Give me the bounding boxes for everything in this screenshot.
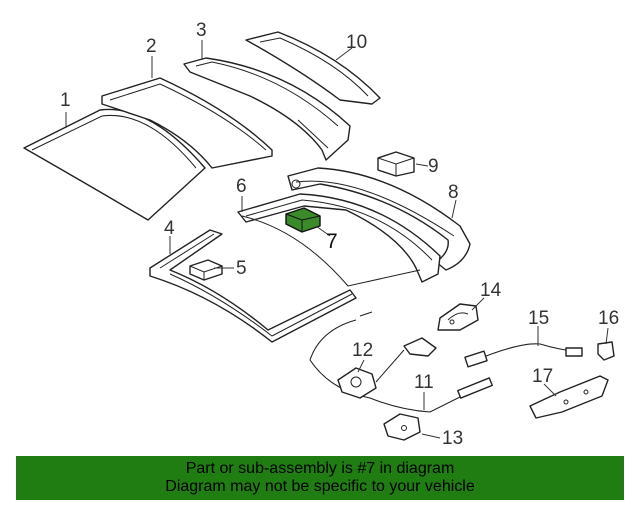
part-15-cable xyxy=(464,343,583,368)
callout-6: 6 xyxy=(236,176,247,197)
part-16-clip xyxy=(597,341,615,361)
banner-line-1: Part or sub-assembly is #7 in diagram xyxy=(185,460,455,477)
part-8-rear-bow xyxy=(287,167,471,271)
leader-lines xyxy=(65,40,609,439)
parts-diagram: 1 2 3 10 9 8 6 7 4 5 14 15 16 12 11 13 1… xyxy=(23,20,619,449)
part-4-lower-frame xyxy=(149,229,357,343)
callout-15: 15 xyxy=(528,308,549,329)
part-14-bracket xyxy=(437,303,479,331)
callout-9: 9 xyxy=(428,156,439,177)
callout-3: 3 xyxy=(196,20,207,41)
callout-8: 8 xyxy=(448,182,459,203)
part-9-block xyxy=(377,151,415,177)
part-12-mechanism xyxy=(337,337,437,399)
info-banner: Part or sub-assembly is #7 in diagram Di… xyxy=(16,456,624,500)
part-7-highlighted-block xyxy=(285,207,321,233)
part-5-block xyxy=(189,259,223,281)
banner-line-2: Diagram may not be specific to your vehi… xyxy=(165,478,475,495)
part-3-roof-frame xyxy=(183,57,351,161)
callout-7: 7 xyxy=(326,230,338,253)
callout-10: 10 xyxy=(346,32,367,53)
part-6-frame xyxy=(237,193,441,287)
part-13-bracket xyxy=(383,413,421,441)
callout-2: 2 xyxy=(146,36,157,57)
callout-1: 1 xyxy=(60,90,71,111)
callout-5: 5 xyxy=(236,258,247,279)
callout-17: 17 xyxy=(532,366,553,387)
callout-4: 4 xyxy=(164,218,175,239)
callout-11: 11 xyxy=(414,372,434,393)
part-10-outer-roof xyxy=(245,31,381,105)
part-17-hinge xyxy=(529,375,609,419)
part-11-cable xyxy=(309,311,493,413)
callout-14: 14 xyxy=(480,280,502,301)
callout-16: 16 xyxy=(598,308,619,329)
callout-13: 13 xyxy=(442,428,463,449)
callout-12: 12 xyxy=(352,340,373,361)
part-2-headliner xyxy=(101,77,273,169)
